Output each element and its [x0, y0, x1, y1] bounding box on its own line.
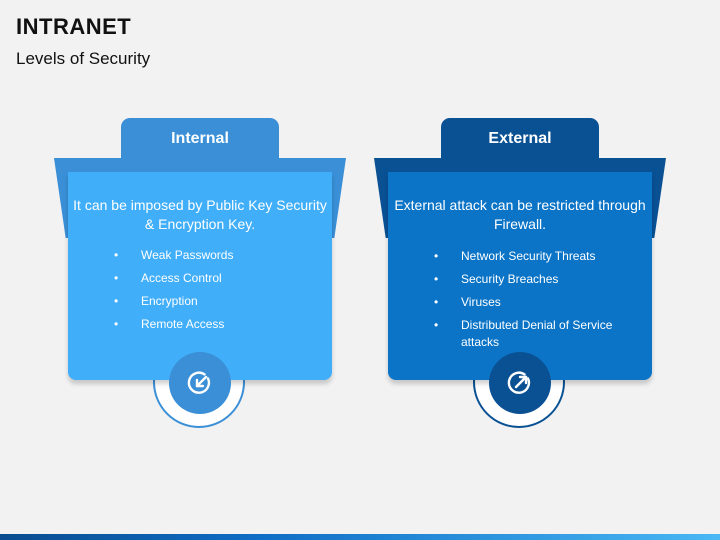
bullet-icon: •	[434, 295, 439, 309]
list-item: • Access Control	[68, 270, 332, 287]
list-item-label: Weak Passwords	[141, 248, 234, 262]
bullet-icon: •	[114, 317, 119, 331]
list-item-label: Security Breaches	[461, 272, 559, 286]
external-headline: External attack can be restricted throug…	[394, 197, 646, 232]
internal-icon-circle	[169, 352, 231, 414]
internal-headline: It can be imposed by Public Key Security…	[73, 197, 327, 232]
external-icon-circle	[489, 352, 551, 414]
bullet-icon: •	[114, 248, 119, 262]
list-item-label: Distributed Denial of Service attacks	[461, 318, 613, 349]
external-bullet-list: • Network Security Threats • Security Brea…	[388, 248, 652, 357]
page-subtitle: Levels of Security	[16, 49, 151, 68]
bullet-icon: •	[114, 271, 119, 285]
list-item: • Weak Passwords	[68, 247, 332, 264]
arrow-inward-icon	[187, 371, 211, 394]
internal-panel: Internal It can be imposed by Public Key…	[54, 118, 346, 428]
list-item: • Encryption	[68, 293, 332, 310]
bullet-icon: •	[114, 294, 119, 308]
external-panel: External External attack can be restrict…	[374, 118, 666, 428]
list-item: • Network Security Threats	[388, 248, 652, 265]
list-item: • Remote Access	[68, 316, 332, 333]
list-item-label: Encryption	[141, 294, 198, 308]
bullet-icon: •	[434, 249, 439, 263]
list-item: • Security Breaches	[388, 271, 652, 288]
internal-bullet-list: • Weak Passwords • Access Control • Encrypt…	[68, 247, 332, 339]
external-card	[388, 172, 652, 380]
list-item-label: Viruses	[461, 295, 501, 309]
list-item-label: Network Security Threats	[461, 249, 596, 263]
bullet-icon: •	[434, 318, 439, 332]
tab-internal: Internal	[121, 118, 279, 160]
page-title: INTRANET	[16, 14, 132, 39]
footer-gradient-bar	[0, 534, 720, 540]
list-item: • Viruses	[388, 294, 652, 311]
bullet-icon: •	[434, 272, 439, 286]
list-item-label: Remote Access	[141, 317, 225, 331]
arrow-outward-icon	[507, 371, 531, 394]
internal-card	[68, 172, 332, 380]
list-item: • Distributed Denial of Service attacks	[388, 317, 652, 351]
list-item-label: Access Control	[141, 271, 222, 285]
tab-external: External	[441, 118, 599, 160]
